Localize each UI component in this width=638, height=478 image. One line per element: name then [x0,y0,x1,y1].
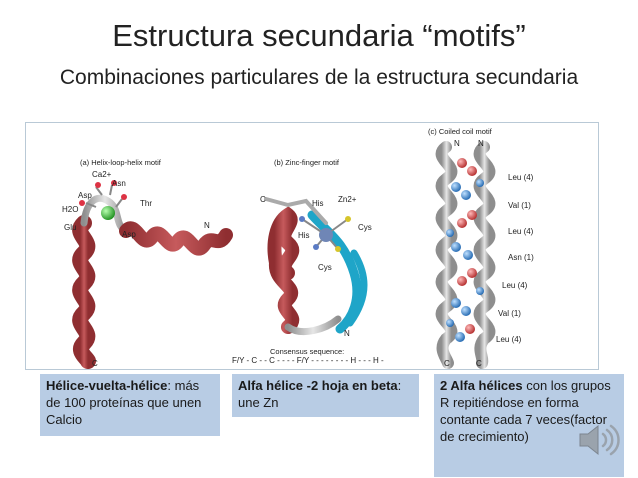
label-thr: Thr [140,199,152,208]
note-text: : más de 100 proteínas que unen Calcio [46,378,202,427]
label-leu-3: Leu (4) [502,281,528,290]
helix-loop-helix-illustration [72,180,233,369]
calcium-ion [101,206,115,220]
label-val-2: Val (1) [498,309,521,318]
residue-spheres [446,158,484,342]
motif-note-coiled-coil: 2 Alfa hélices con los grupos R repitién… [434,374,624,477]
panel-c-caption: (c) Coiled coil motif [428,127,492,136]
label-his-1: His [312,199,324,208]
speaker-icon[interactable] [576,420,624,460]
label-n-c1: N [454,139,460,148]
note-bold: Hélice-vuelta-hélice [46,378,168,393]
label-c-b: C [260,195,266,204]
note-bold: Alfa hélice -2 hoja en beta [238,378,398,393]
label-glu: Glu [64,223,77,232]
label-asn: Asn [112,179,126,188]
label-val-1: Val (1) [508,201,531,210]
label-leu-4: Leu (4) [496,335,522,344]
zinc-ion [319,228,333,242]
motif-figure: (a) Helix-loop-helix motif Ca2+ Asn Asp … [25,122,599,370]
label-n-a: N [204,221,210,230]
slide-subtitle: Combinaciones particulares de la estruct… [59,66,579,89]
motif-illustration [72,141,496,369]
slide-title: Estructura secundaria “motifs” [112,18,526,53]
label-leu-2: Leu (4) [508,227,534,236]
label-h2o: H2O [62,205,79,214]
panel-a-caption: (a) Helix-loop-helix motif [80,158,161,167]
label-c-a: C [92,359,98,368]
zinc-finger-illustration [264,197,368,335]
label-his-2: His [298,231,310,240]
consensus-sequence: F/Y - C - - C - - - - F/Y - - - - - - - … [232,356,384,365]
panel-b-caption: (b) Zinc-finger motif [274,158,340,167]
consensus-title: Consensus sequence: [270,347,345,356]
label-cys-2: Cys [318,263,332,272]
label-asp-1: Asp [78,191,92,200]
motif-note-helix-turn-helix: Hélice-vuelta-hélice: más de 100 proteín… [40,374,220,436]
label-cys-1: Cys [358,223,372,232]
note-text: : une Zn [238,378,402,410]
label-asn-c: Asn (1) [508,253,534,262]
label-n-c2: N [478,139,484,148]
coiled-coil-illustration [435,141,496,369]
note-bold: 2 Alfa hélices [440,378,523,393]
label-ca: Ca2+ [92,170,112,179]
label-c-c1: C [444,359,450,368]
label-zn: Zn2+ [338,195,357,204]
label-leu-1: Leu (4) [508,173,534,182]
motif-note-zinc-finger: Alfa hélice -2 hoja en beta: une Zn [232,374,419,417]
label-n-b: N [344,329,350,338]
label-c-c2: C [476,359,482,368]
note-text: con los grupos R repitiéndose en forma c… [440,378,611,444]
label-asp-2: Asp [122,230,136,239]
